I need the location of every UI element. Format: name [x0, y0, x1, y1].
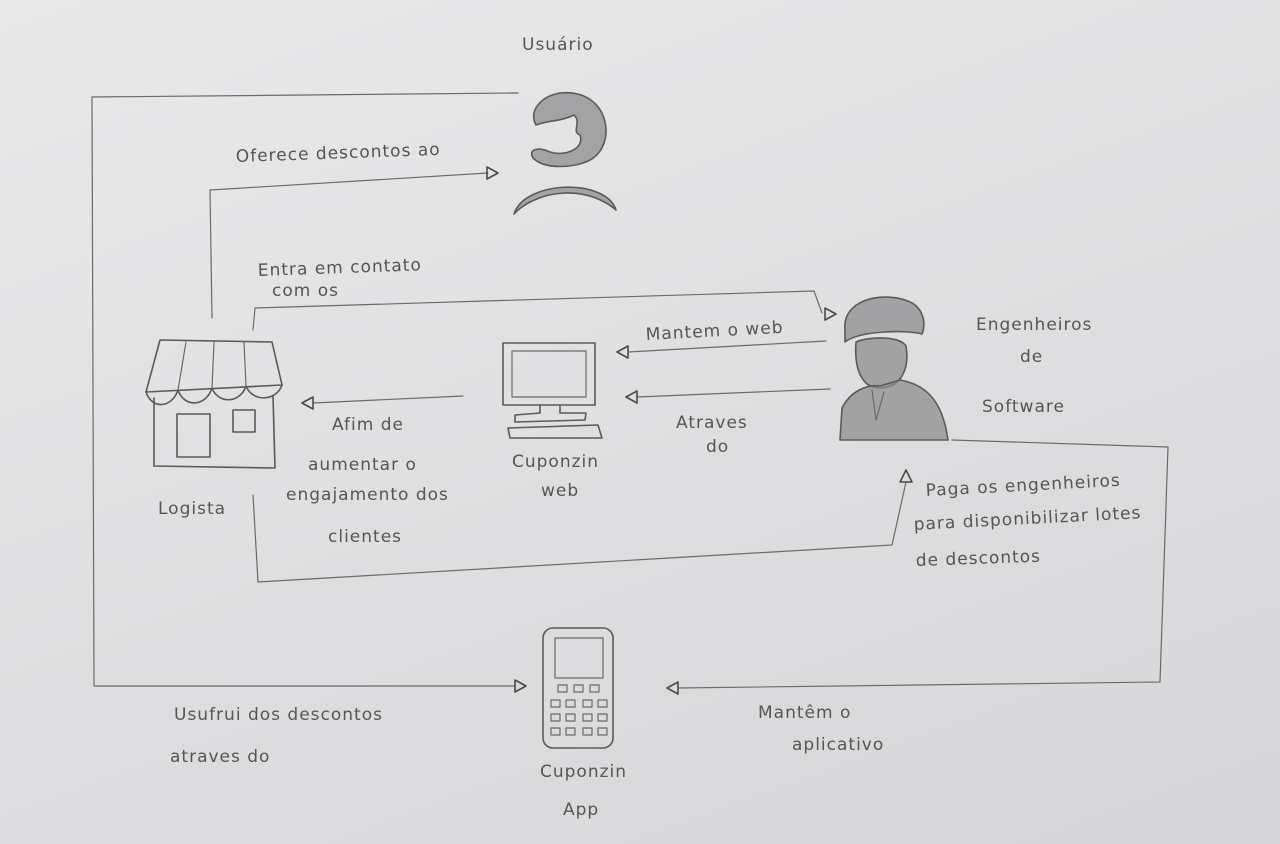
label-paga-3: de descontos	[915, 547, 1041, 571]
edge-logista-to-usuario-line	[209, 172, 489, 319]
label-oferece: Oferece descontos ao	[235, 140, 440, 167]
label-paga-2: para disponibilizar lotes	[913, 503, 1142, 535]
logista-store-icon	[145, 339, 283, 469]
cuponzin-app-phone-icon	[542, 627, 614, 749]
arrowhead-into-web-top	[616, 345, 629, 359]
arrowhead-into-engenheiros	[824, 307, 837, 321]
label-entra-contato-2: com os	[272, 281, 339, 301]
label-cuponzin-app-1: Cuponzin	[540, 762, 627, 782]
label-atraves-do-1b: do	[706, 437, 729, 457]
edge-atraves-line	[636, 388, 831, 398]
label-engenheiros-1: Engenheiros	[976, 315, 1092, 335]
label-afim-2: aumentar o	[308, 455, 417, 475]
arrowhead-into-logista	[301, 396, 314, 410]
label-entra-contato-1: Entra em contato	[257, 255, 422, 281]
edge-logista-to-engenheiros-line	[252, 290, 823, 331]
edge-afim-line	[312, 395, 464, 404]
label-engenheiros-3: Software	[982, 397, 1065, 417]
label-usufrui-1: Usufrui dos descontos	[174, 705, 383, 725]
label-cuponzin-web-2: web	[541, 481, 579, 501]
label-logista: Logista	[158, 499, 226, 519]
label-afim-3: engajamento dos	[286, 485, 449, 505]
label-cuponzin-app-2: App	[563, 800, 599, 820]
label-engenheiros-2: de	[1020, 347, 1043, 367]
label-mantem-web: Mantem o web	[645, 318, 784, 345]
engenheiros-icon	[839, 296, 949, 441]
edge-paga-line	[252, 481, 907, 583]
usuario-icon	[513, 92, 617, 215]
edge-mantem-app-line	[677, 439, 1169, 689]
edge-mantem-web-line	[627, 340, 827, 353]
arrowhead-into-engenheiros-bottom	[899, 469, 913, 483]
label-atraves-do-1a: Atraves	[676, 413, 748, 433]
label-cuponzin-web-1: Cuponzin	[512, 452, 599, 472]
label-mantem-app-2: aplicativo	[792, 735, 884, 755]
cuponzin-web-computer-icon	[502, 342, 603, 439]
arrowhead-into-web-bottom	[625, 390, 638, 404]
arrowhead-into-app-right	[666, 681, 679, 695]
label-mantem-app-1: Mantêm o	[758, 703, 851, 723]
label-usuario: Usuário	[522, 35, 594, 55]
label-paga-1: Paga os engenheiros	[925, 471, 1121, 501]
label-afim-1: Afim de	[332, 415, 404, 435]
edge-usuario-to-app-line	[91, 92, 519, 687]
arrowhead-into-usuario	[486, 166, 499, 180]
label-afim-4: clientes	[328, 527, 402, 547]
arrowhead-into-app-left	[514, 679, 527, 693]
label-usufrui-2: atraves do	[170, 747, 270, 767]
